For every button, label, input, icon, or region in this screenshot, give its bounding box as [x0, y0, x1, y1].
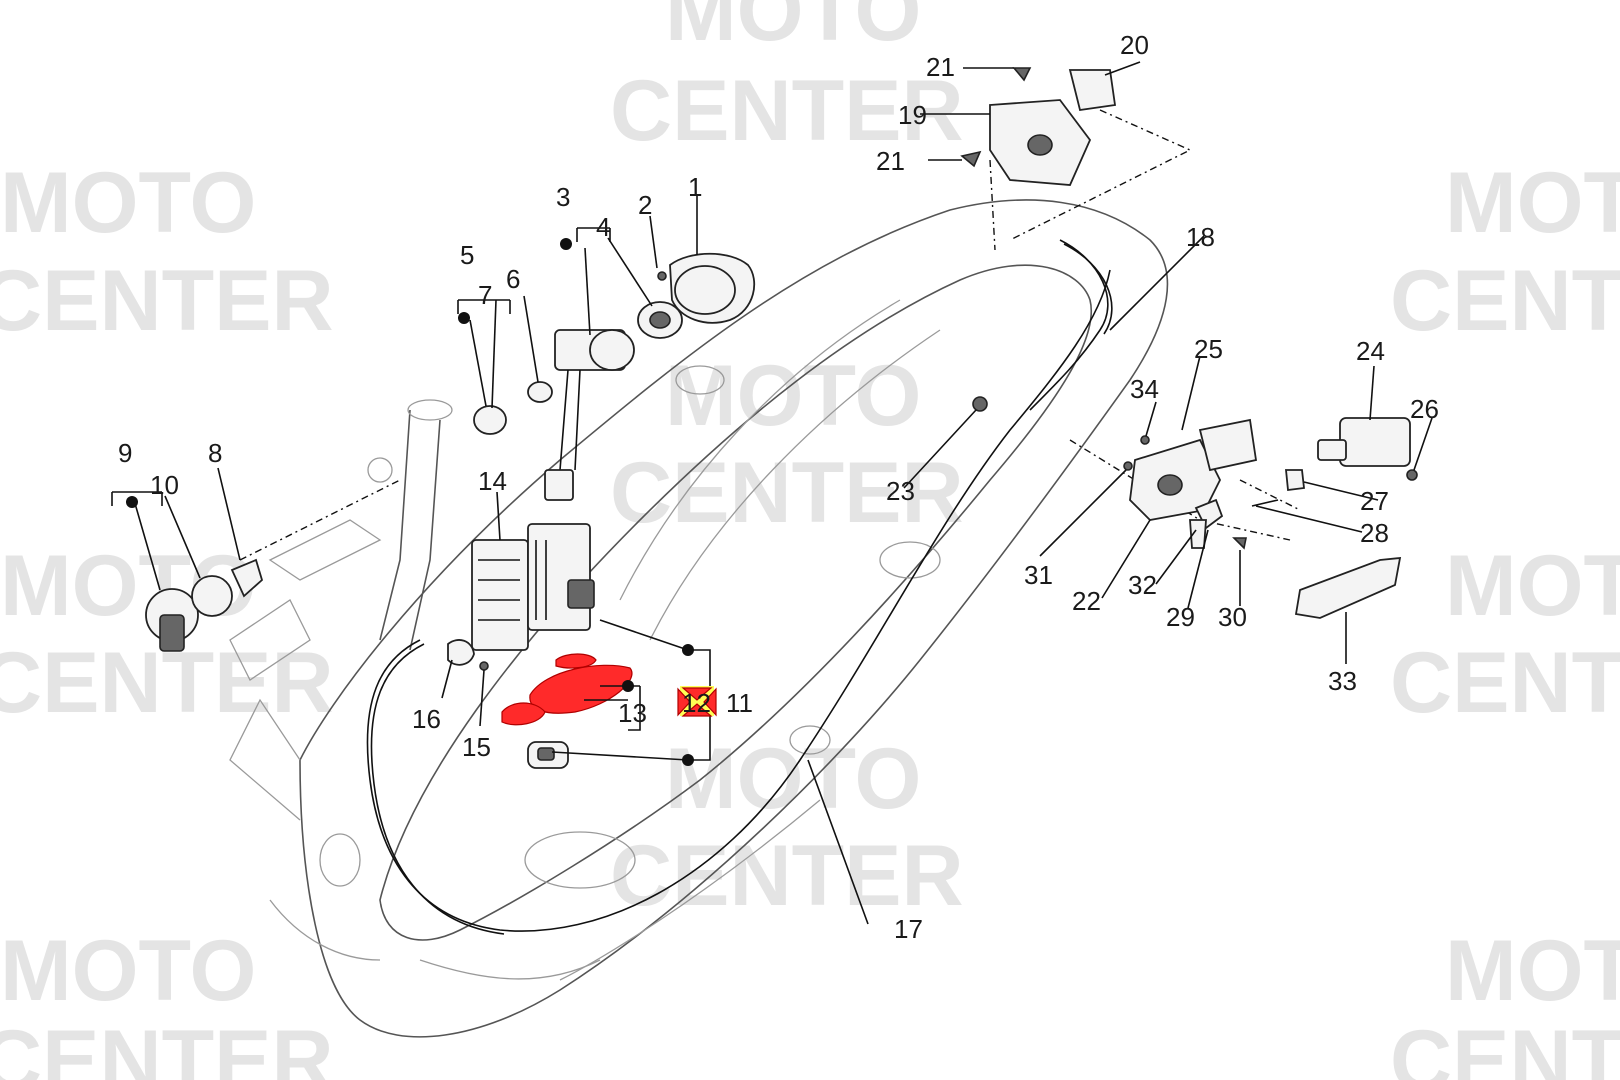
watermark-moto: MOTO [665, 348, 921, 444]
callout-21-top[interactable]: 21 [926, 52, 955, 82]
callout-28[interactable]: 28 [1360, 518, 1389, 548]
watermark-moto: MOTO [665, 0, 921, 59]
part-12-key-tip [555, 653, 597, 669]
watermark-center: CENTER [1390, 635, 1620, 731]
callout-30[interactable]: 30 [1218, 602, 1247, 632]
watermark-moto: MOTO [0, 923, 256, 1019]
part-19-latch-bracket [989, 99, 1092, 186]
callout-1[interactable]: 1 [688, 172, 702, 202]
part-21-screw-bottom [960, 150, 982, 168]
callout-29[interactable]: 29 [1166, 602, 1195, 632]
callout-19[interactable]: 19 [898, 100, 927, 130]
part-8-cap [230, 558, 264, 598]
callout-20[interactable]: 20 [1120, 30, 1149, 60]
part-31-screw [1123, 461, 1133, 471]
watermark-center: CENTER [610, 445, 964, 541]
part-22-seat-lock [1129, 438, 1222, 521]
callout-6[interactable]: 6 [506, 264, 520, 294]
parts [145, 67, 1418, 769]
callout-12[interactable]: 12 [682, 688, 711, 718]
watermark-moto: MOTO [665, 731, 921, 827]
watermark-moto: MOTO [1445, 923, 1620, 1019]
callout-17[interactable]: 17 [894, 914, 923, 944]
callout-24[interactable]: 24 [1356, 336, 1385, 366]
part-6-washer [527, 381, 553, 403]
callout-14[interactable]: 14 [478, 466, 507, 496]
part-12-cover [501, 702, 546, 726]
part-9-socket [145, 588, 199, 652]
callout-13[interactable]: 13 [618, 698, 647, 728]
cable-17 [366, 269, 1111, 932]
watermark-moto: MOTO [1445, 538, 1620, 634]
selection-marker-12 [677, 686, 717, 717]
watermark-center: CENTER [610, 828, 964, 924]
callout-21-bottom[interactable]: 21 [876, 146, 905, 176]
part-27-bolt [1285, 469, 1305, 492]
callout-33[interactable]: 33 [1328, 666, 1357, 696]
part-25-hinge [1198, 418, 1258, 472]
watermark-center: CENTER [0, 1013, 334, 1080]
part-15-screw [479, 661, 489, 671]
callout-4[interactable]: 4 [596, 212, 610, 242]
watermark-center: CENTER [610, 63, 964, 159]
part-14-housing [471, 539, 529, 651]
part-1-horn [669, 252, 756, 324]
part-21-screw-top [1012, 67, 1032, 82]
watermark-moto: MOTO [0, 155, 256, 251]
watermark-moto: MOTO [1445, 155, 1620, 251]
part-28-pin [1251, 499, 1279, 507]
callout-3[interactable]: 3 [556, 182, 570, 212]
callout-31[interactable]: 31 [1024, 560, 1053, 590]
watermark-center: CENTER [0, 253, 334, 349]
watermark-center: CENTER [1390, 1013, 1620, 1080]
callout-10[interactable]: 10 [150, 470, 179, 500]
callout-22[interactable]: 22 [1072, 586, 1101, 616]
part-26-nut [1406, 469, 1418, 481]
part-30-screw [1232, 537, 1247, 550]
part-16-clip [447, 639, 475, 666]
leader-dots [126, 238, 694, 766]
callout-11[interactable]: 11 [726, 688, 753, 718]
part-34-screw [1140, 435, 1150, 445]
part-10-oring [191, 575, 233, 617]
callout-8[interactable]: 8 [208, 438, 222, 468]
cables [366, 239, 1113, 935]
callout-9[interactable]: 9 [118, 438, 132, 468]
part-module [527, 523, 595, 631]
assembly-lines [239, 109, 1301, 561]
part-12-highlight [501, 653, 633, 726]
callout-15[interactable]: 15 [462, 732, 491, 762]
callout-18[interactable]: 18 [1186, 222, 1215, 252]
part-11-fob [527, 741, 569, 769]
callout-26[interactable]: 26 [1410, 394, 1439, 424]
callout-34[interactable]: 34 [1130, 374, 1159, 404]
callout-32[interactable]: 32 [1128, 570, 1157, 600]
part-20-plate [1068, 69, 1117, 112]
part-24-actuator [1317, 417, 1411, 467]
callout-5[interactable]: 5 [460, 240, 474, 270]
callout-23[interactable]: 23 [886, 476, 915, 506]
part-12-key-head [529, 664, 633, 714]
part-2-nut [657, 271, 667, 281]
part-23-nut [972, 396, 988, 412]
watermark-center: CENTER [1390, 253, 1620, 349]
callout-labels: 1 2 3 4 5 6 7 8 9 10 11 12 13 14 15 16 1… [118, 30, 1439, 944]
cable-18 [1029, 239, 1109, 411]
part-3-ignition-switch [544, 329, 635, 501]
callout-2[interactable]: 2 [638, 190, 652, 220]
part-7-lock [473, 405, 507, 435]
frame-body [229, 199, 1169, 1038]
callout-27[interactable]: 27 [1360, 486, 1389, 516]
part-4-ring [637, 301, 683, 339]
callout-16[interactable]: 16 [412, 704, 441, 734]
part-33-handle [1294, 556, 1402, 619]
leader-lines [111, 61, 1433, 925]
callout-7[interactable]: 7 [478, 280, 492, 310]
callout-25[interactable]: 25 [1194, 334, 1223, 364]
